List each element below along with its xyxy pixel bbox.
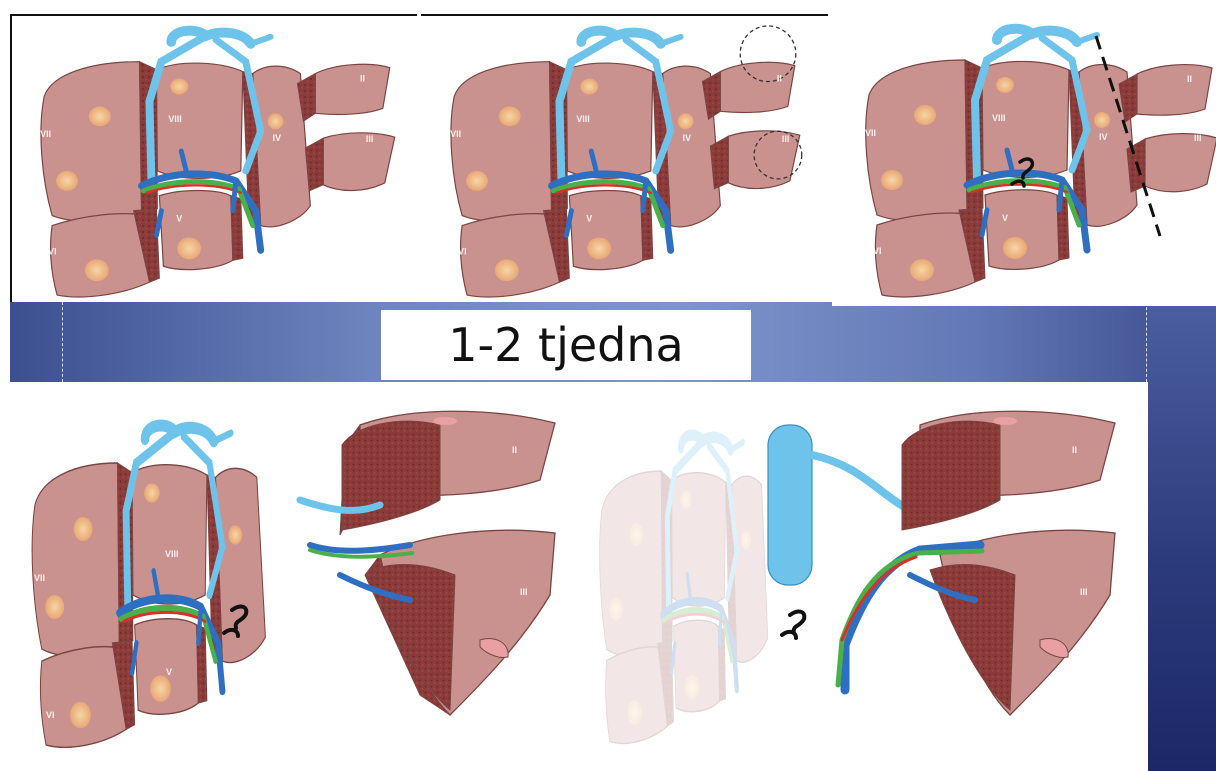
guide-line [1146, 302, 1147, 382]
label-iv: IV [310, 577, 319, 587]
liver-diagram-step-5: II III [580, 385, 1148, 771]
liver-diagram-step-4: VII VIII IV II III VI V [10, 385, 578, 771]
label-vii: VII [34, 573, 45, 583]
label-iii: III [1194, 133, 1202, 143]
label-vi: VI [873, 246, 882, 256]
label-ii: II [1187, 74, 1192, 84]
label-vi: VI [458, 246, 466, 256]
label-iii: III [1080, 587, 1088, 597]
label-vii: VII [450, 129, 461, 139]
label-v: V [586, 214, 592, 224]
label-vi: VI [46, 710, 55, 720]
label-viii: VIII [992, 113, 1006, 123]
label-viii: VIII [165, 549, 179, 559]
label-iii: III [366, 134, 373, 144]
label-v: V [176, 214, 182, 224]
label-iv: IV [273, 133, 281, 143]
label-v: V [1002, 213, 1008, 223]
vena-cava [768, 425, 812, 585]
label-iii: III [782, 134, 789, 144]
label-ii: II [1072, 445, 1077, 455]
label-ii: II [512, 445, 517, 455]
liver-diagram-step-3: VII VIII IV II III VI V [832, 14, 1216, 306]
label-iii: III [520, 587, 528, 597]
guide-line [62, 302, 63, 382]
duration-caption: 1-2 tjedna [381, 310, 751, 380]
label-iv: IV [1099, 132, 1108, 142]
label-viii: VIII [168, 114, 181, 124]
side-bar [1148, 302, 1216, 771]
label-ii: II [360, 74, 365, 84]
label-vii: VII [40, 129, 51, 139]
ligature-clip [782, 612, 804, 638]
liver-diagram-step-2: VII VIII IV II III VI V [421, 14, 828, 302]
label-v: V [166, 667, 172, 677]
label-viii: VIII [576, 114, 589, 124]
label-ii: II [777, 74, 782, 84]
liver-diagram-step-1: VII VIII IV II III VI V [10, 14, 417, 302]
label-vii: VII [865, 128, 876, 138]
label-iv: IV [683, 133, 691, 143]
label-vi: VI [48, 246, 56, 256]
